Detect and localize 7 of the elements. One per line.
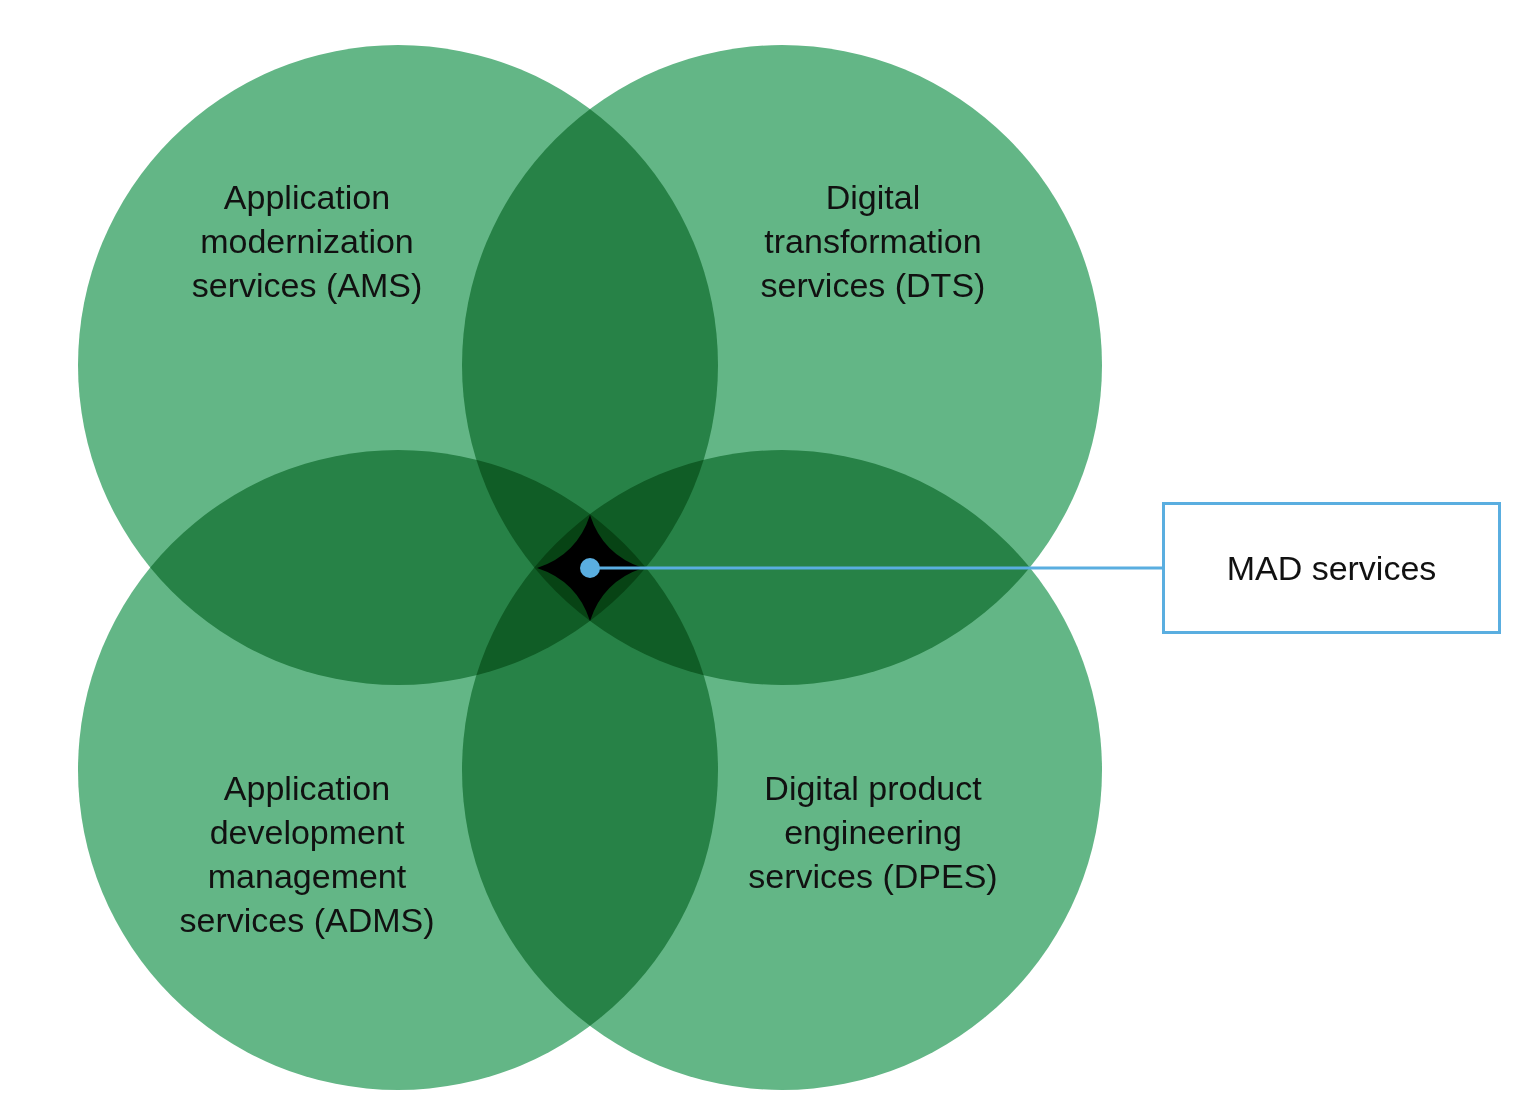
callout-box xyxy=(1162,502,1501,634)
circle-label: Digital product engineering services (DPES) xyxy=(747,768,999,897)
circle-label: Digital transformation services (DTS) xyxy=(759,177,987,306)
callout-text: MAD services xyxy=(1226,548,1437,588)
leader-line xyxy=(580,558,1162,578)
circle-label: Application development management services (ADMS) xyxy=(178,768,436,941)
circle-label: Application modernization services (AMS) xyxy=(190,177,424,306)
